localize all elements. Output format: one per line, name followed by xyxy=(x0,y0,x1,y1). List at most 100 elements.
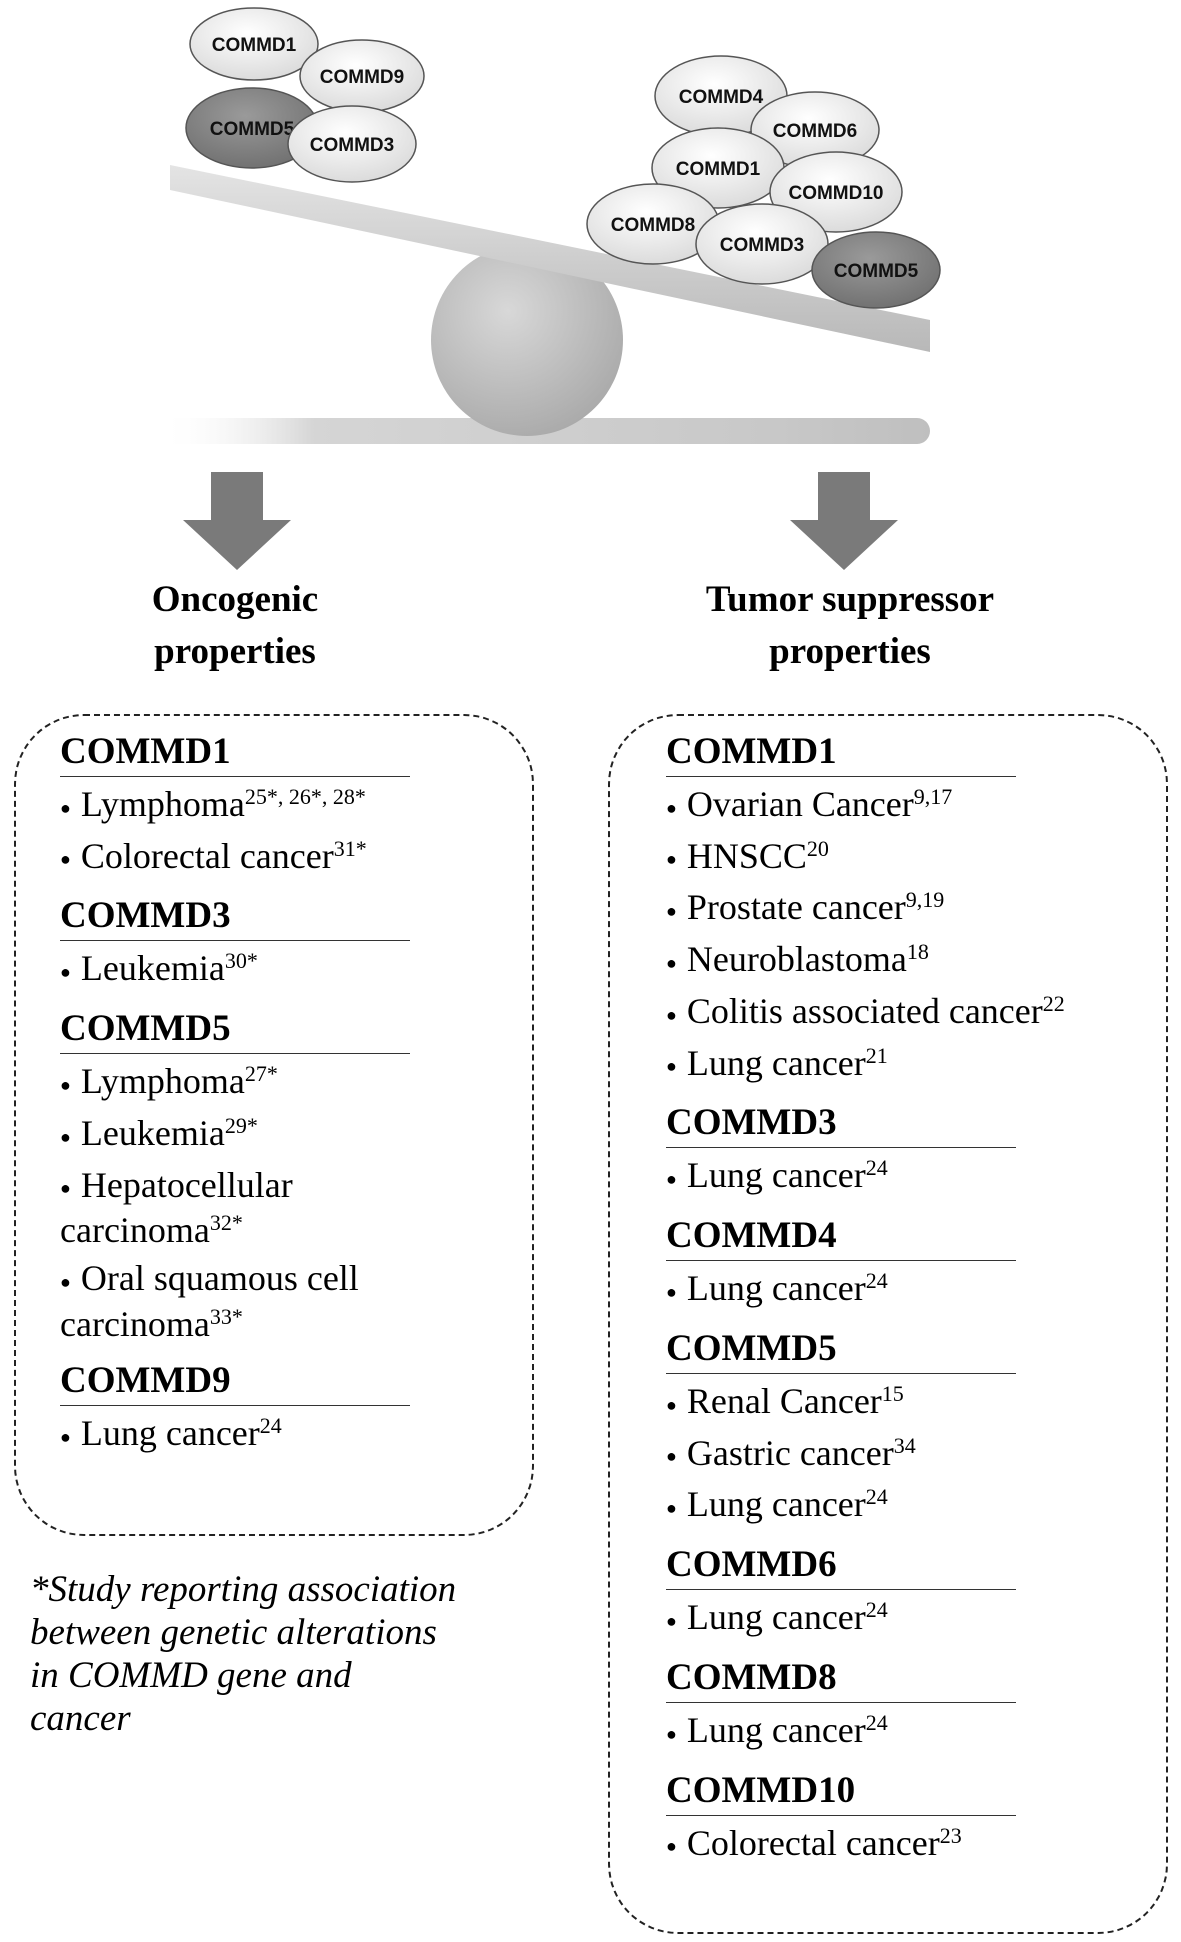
cancer-name: Renal Cancer xyxy=(686,1380,882,1421)
gene-name: COMMD3 xyxy=(666,1101,1016,1149)
right-bubble-label: COMMD4 xyxy=(679,87,764,108)
cancer-item: ●Lung cancer24 xyxy=(666,1267,1136,1313)
cancer-name: Lymphoma xyxy=(80,1061,245,1102)
gene-group-commd5: COMMD5●Renal Cancer15●Gastric cancer34●L… xyxy=(666,1327,1136,1529)
footnote-line-3: in COMMD gene and xyxy=(30,1655,352,1696)
cancer-name: Leukemia xyxy=(80,1112,225,1153)
gene-name: COMMD1 xyxy=(60,730,410,777)
oncogenic-box xyxy=(14,714,534,1536)
oncogenic-list: COMMD1●Lymphoma25*, 26*, 28*●Colorectal … xyxy=(60,730,420,1458)
reference-number: 24 xyxy=(259,1413,282,1439)
gene-name: COMMD9 xyxy=(60,1359,410,1407)
cancer-name: Colorectal cancer xyxy=(80,835,334,876)
suppressor-box xyxy=(608,714,1168,1934)
reference-number: 9,19 xyxy=(905,887,945,913)
cancer-name: Lung cancer xyxy=(686,1484,866,1525)
right-bubble-label: COMMD5 xyxy=(834,261,919,282)
reference-number: 23 xyxy=(939,1822,962,1848)
bullet-icon: ● xyxy=(666,1498,677,1519)
left-bubble-label: COMMD9 xyxy=(320,67,404,88)
gene-group-commd1: COMMD1●Ovarian Cancer9,17●HNSCC20●Prosta… xyxy=(666,730,1136,1087)
reference-number: 33* xyxy=(209,1304,243,1330)
reference-number: 24 xyxy=(865,1709,888,1735)
right-bubble-label: COMMD3 xyxy=(720,235,804,256)
left-bubble-label: COMMD1 xyxy=(212,35,297,56)
cancer-item: ●Gastric cancer34 xyxy=(666,1432,1136,1478)
bullet-icon: ● xyxy=(666,849,677,870)
bullet-icon: ● xyxy=(666,1446,677,1467)
cancer-item: ● Ovarian Cancer9,17 xyxy=(666,783,1136,829)
reference-number: 22 xyxy=(1042,990,1065,1016)
cancer-item: ●Lung cancer24 xyxy=(666,1154,1136,1200)
suppressor-heading: Tumor suppressor properties xyxy=(640,574,1060,678)
cancer-item: ●Lung cancer24 xyxy=(666,1709,1136,1755)
reference-number: 9,17 xyxy=(913,784,953,809)
cancer-name: Prostate cancer xyxy=(686,887,906,928)
reference-number: 30* xyxy=(224,948,258,974)
left-bubble-commd3 xyxy=(287,105,417,183)
footnote-line-1: *Study reporting association xyxy=(30,1569,457,1610)
cancer-name: Hepatocellular carcinoma xyxy=(60,1164,293,1251)
cancer-name: Ovarian Cancer xyxy=(686,784,914,824)
bullet-icon: ● xyxy=(60,797,71,818)
bullet-icon: ● xyxy=(60,962,71,983)
gene-name: COMMD8 xyxy=(666,1656,1016,1703)
gene-name: COMMD5 xyxy=(60,1007,410,1055)
cancer-item: ●Oral squamous cell carcinoma33* xyxy=(60,1257,420,1345)
reference-number: 31* xyxy=(333,835,367,861)
bullet-icon: ● xyxy=(666,1281,677,1302)
cancer-item: ● Renal Cancer15 xyxy=(666,1380,1136,1426)
right-down-arrow xyxy=(790,472,898,570)
reference-number: 18 xyxy=(906,939,929,965)
right-bubble-label: COMMD8 xyxy=(611,215,695,236)
suppressor-heading-line1: Tumor suppressor xyxy=(705,579,995,620)
bullet-icon: ● xyxy=(666,1394,677,1415)
oncogenic-heading: Oncogenic properties xyxy=(90,574,380,678)
cancer-name: Lung cancer xyxy=(686,1042,866,1083)
reference-number: 15 xyxy=(881,1380,904,1406)
cancer-name: Oral squamous cell carcinoma xyxy=(60,1258,359,1345)
cancer-item: ●Colorectal cancer23 xyxy=(666,1822,1136,1868)
left-bubble-label: COMMD3 xyxy=(310,135,394,156)
gene-name: COMMD6 xyxy=(666,1543,1016,1591)
reference-number: 24 xyxy=(865,1597,888,1623)
reference-number: 20 xyxy=(806,835,829,861)
cancer-name: Lung cancer xyxy=(686,1155,866,1196)
left-down-arrow xyxy=(183,472,291,570)
cancer-name: Colitis associated cancer xyxy=(686,990,1043,1031)
cancer-item: ●Prostate cancer9,19 xyxy=(666,886,1136,932)
gene-name: COMMD3 xyxy=(60,894,410,942)
cancer-item: ●Hepatocellular carcinoma32* xyxy=(60,1164,420,1252)
cancer-name: Lung cancer xyxy=(686,1597,866,1638)
gene-group-commd6: COMMD6 ● Lung cancer24 xyxy=(666,1543,1136,1642)
bullet-icon: ● xyxy=(60,1126,71,1147)
right-bubble-label: COMMD6 xyxy=(773,121,857,142)
seesaw-beam xyxy=(170,165,930,352)
cancer-name: Lymphoma xyxy=(80,784,245,824)
bullet-icon: ● xyxy=(666,1004,677,1025)
gene-name: COMMD4 xyxy=(666,1214,1016,1262)
bullet-icon: ● xyxy=(666,797,677,818)
gene-name: COMMD1 xyxy=(666,730,1016,777)
bullet-icon: ● xyxy=(666,1610,677,1631)
footnote: *Study reporting association between gen… xyxy=(30,1568,550,1740)
bullet-icon: ● xyxy=(60,1178,71,1199)
suppressor-heading-line2: properties xyxy=(769,631,931,672)
gene-name: COMMD10 xyxy=(666,1769,1016,1816)
footnote-line-2: between genetic alterations xyxy=(30,1612,437,1653)
reference-number: 24 xyxy=(865,1484,888,1510)
cancer-name: Neuroblastoma xyxy=(686,939,907,980)
cancer-item: ●Colorectal cancer31* xyxy=(60,835,420,881)
gene-group-commd3: COMMD3 ● Leukemia30* xyxy=(60,894,420,993)
oncogenic-heading-line1: Oncogenic xyxy=(151,579,319,620)
left-bubble-commd1 xyxy=(189,7,319,81)
cancer-name: Leukemia xyxy=(80,948,225,989)
cancer-item: ●Neuroblastoma18 xyxy=(666,938,1136,984)
cancer-item: ● Lung cancer24 xyxy=(666,1596,1136,1642)
cancer-item: ●Lung cancer24 xyxy=(60,1412,420,1458)
right-bubble-label: COMMD1 xyxy=(676,159,761,180)
suppressor-list: COMMD1●Ovarian Cancer9,17●HNSCC20●Prosta… xyxy=(666,730,1136,1867)
cancer-name: Colorectal cancer xyxy=(686,1822,940,1863)
right-bubble-group: COMMD4COMMD6COMMD1COMMD10COMMD8COMMD3COM… xyxy=(586,55,941,309)
cancer-name: HNSCC xyxy=(686,835,807,876)
